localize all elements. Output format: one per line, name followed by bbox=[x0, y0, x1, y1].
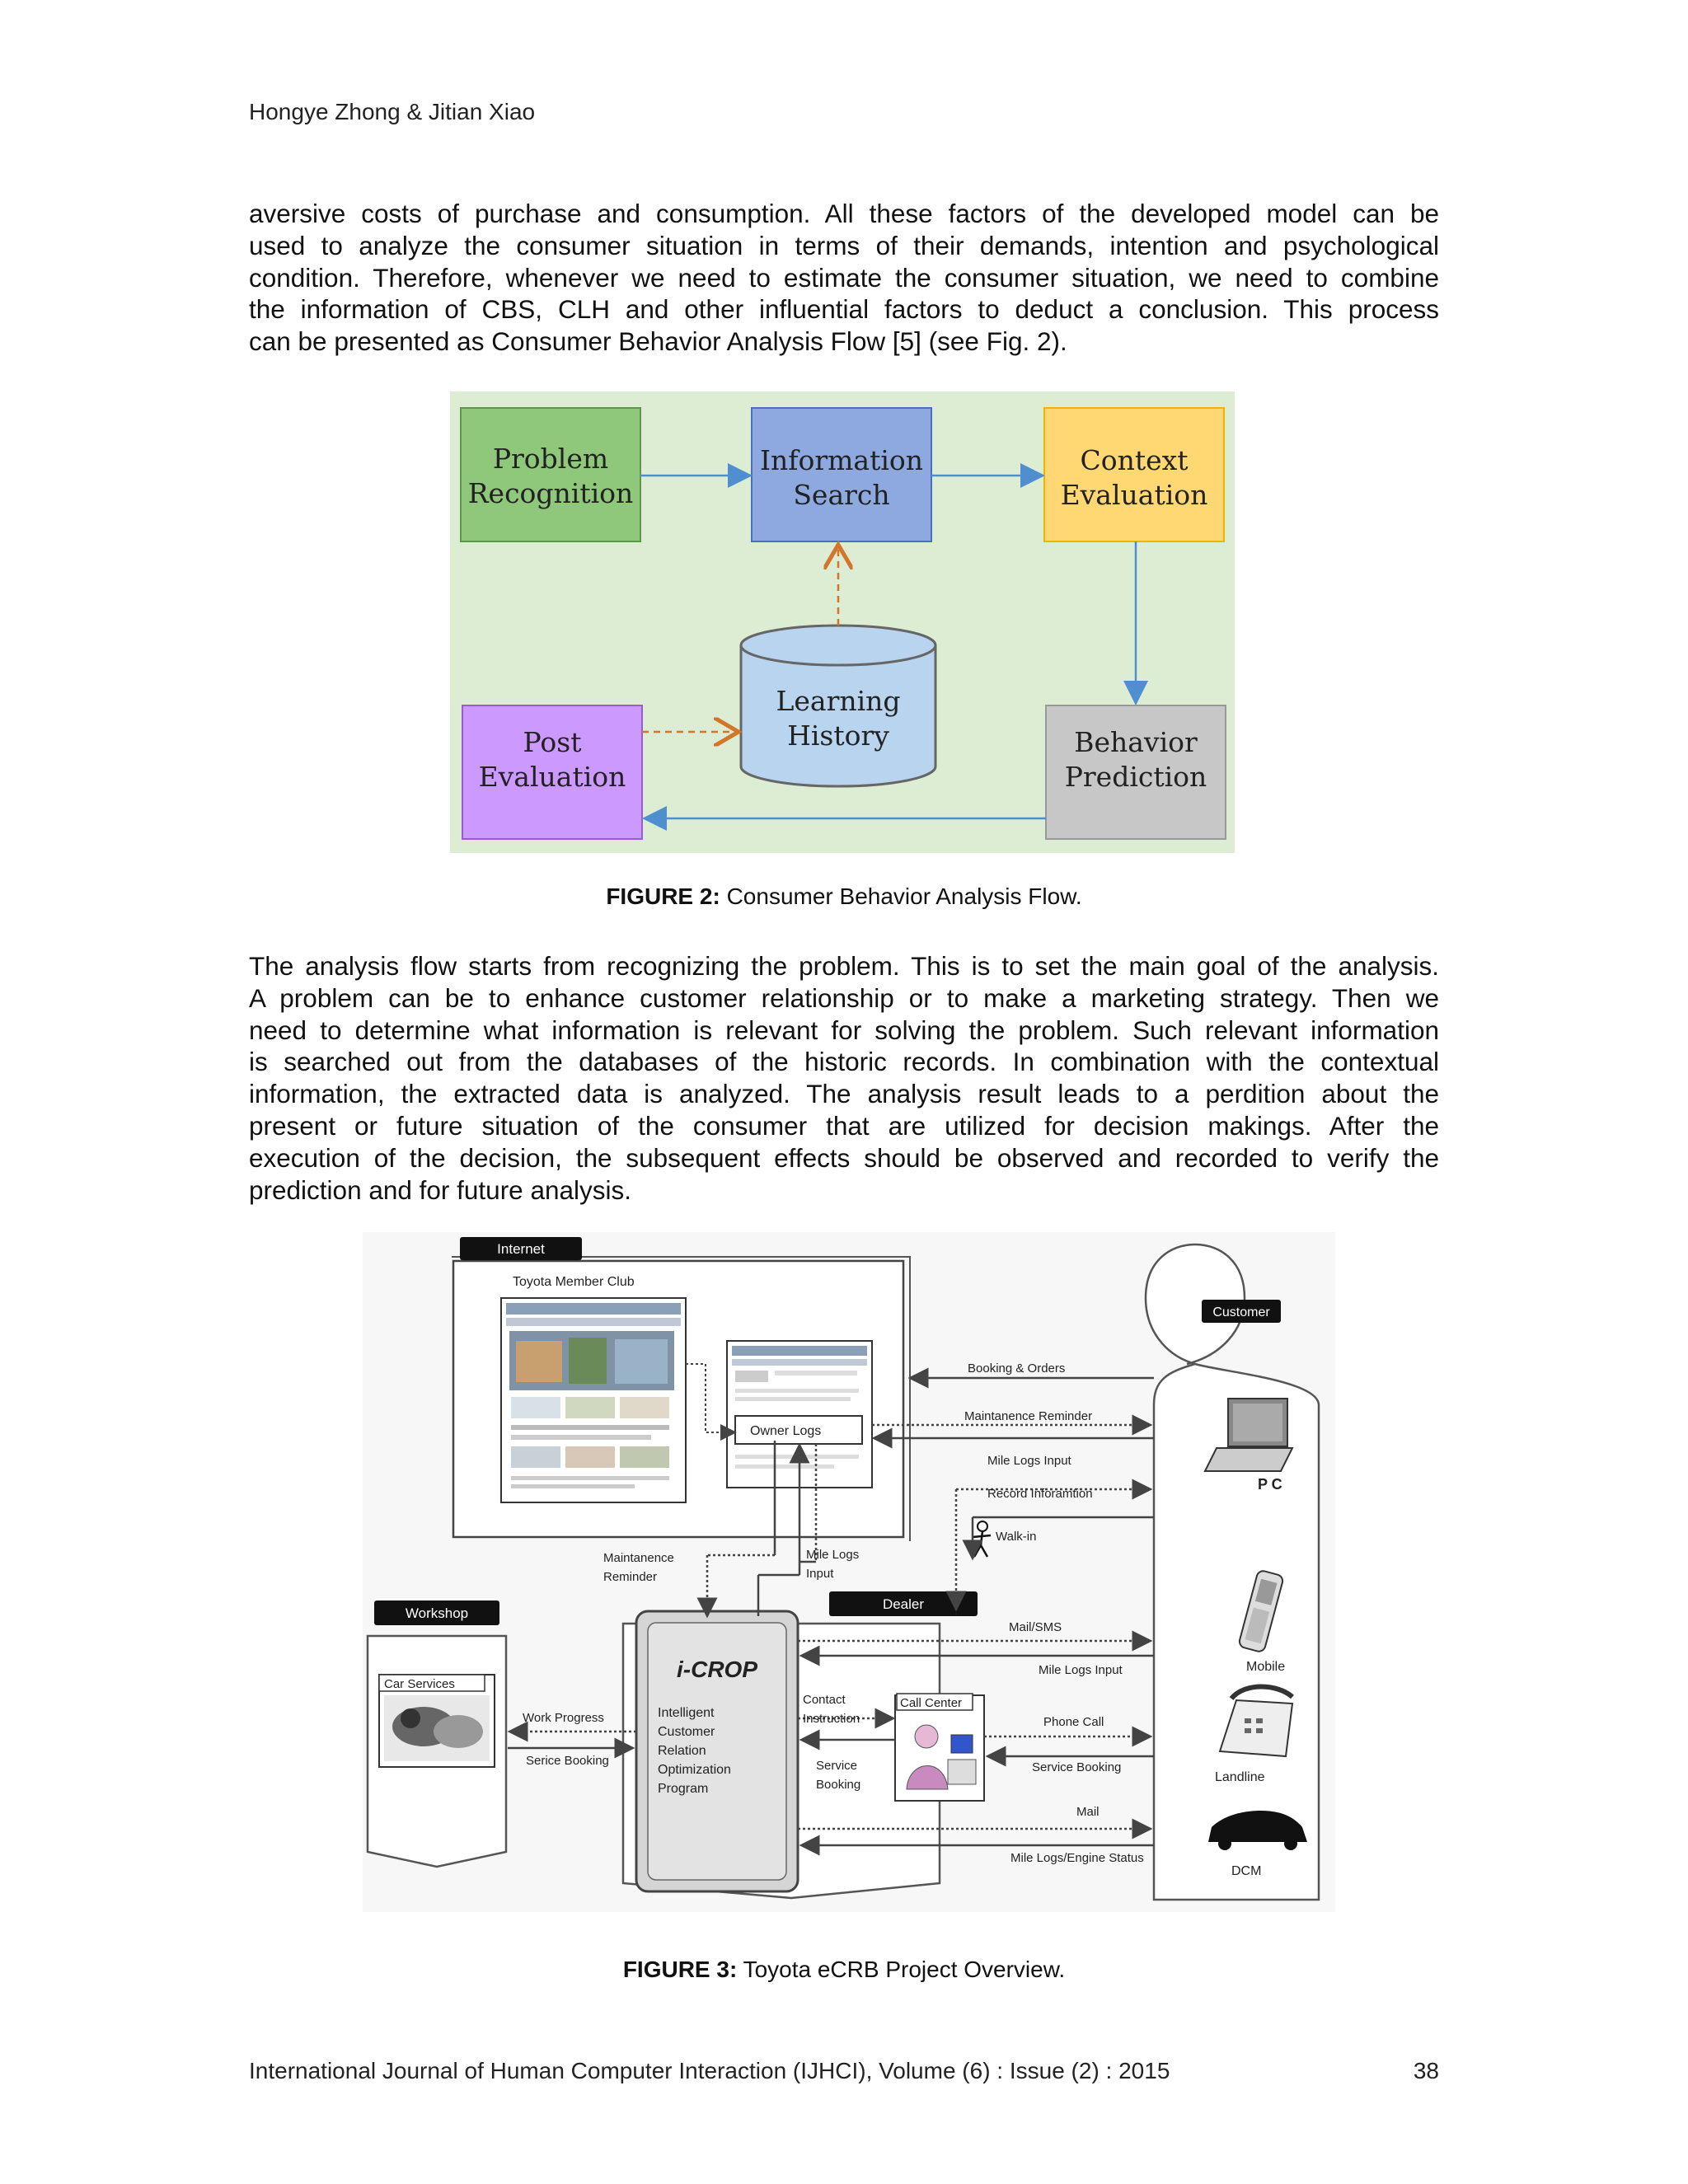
svg-text:Information: Information bbox=[760, 444, 923, 476]
flow-arrows bbox=[507, 1367, 1154, 1856]
label-mile-logs-input-low: Mile Logs Input bbox=[1039, 1663, 1123, 1677]
icrop-desc-line: Customer bbox=[658, 1725, 715, 1739]
dcm-label: DCM bbox=[1231, 1864, 1261, 1878]
mechanic-icon bbox=[384, 1695, 490, 1761]
car-icon bbox=[1208, 1811, 1307, 1850]
walking-person-icon bbox=[972, 1521, 992, 1558]
dealer-label: Dealer bbox=[883, 1596, 924, 1612]
mobile-phone-icon bbox=[1238, 1570, 1284, 1652]
page-number: 38 bbox=[1413, 2058, 1439, 2083]
svg-text:Problem: Problem bbox=[493, 443, 608, 475]
label-record-info: Record Inforamtion bbox=[987, 1487, 1093, 1501]
figure-2-caption-text: Consumer Behavior Analysis Flow. bbox=[726, 883, 1082, 909]
member-club-label: Toyota Member Club bbox=[513, 1275, 635, 1289]
icrop-desc-line: Optimization bbox=[658, 1763, 731, 1777]
label-mail: Mail bbox=[1076, 1805, 1100, 1819]
dealer-panel: Dealer i-CROP Intelligent Customer Relat… bbox=[621, 1591, 985, 1900]
internet-label: Internet bbox=[497, 1241, 545, 1257]
icrop-desc-line: Relation bbox=[658, 1744, 706, 1758]
workshop-panel: Workshop Car Services bbox=[366, 1601, 508, 1868]
pc-label: P C bbox=[1258, 1476, 1282, 1493]
text-line: A problem can be to enhance customer rel… bbox=[249, 982, 1439, 1013]
text-line: prediction and for future analysis. bbox=[249, 1174, 632, 1205]
label-maint-reminder-left: Reminder bbox=[603, 1570, 657, 1584]
text-line: present or future situation of the consu… bbox=[249, 1110, 1439, 1141]
figure-2-caption: FIGURE 2: Consumer Behavior Analysis Flo… bbox=[0, 883, 1688, 910]
label-work-progress: Work Progress bbox=[523, 1711, 604, 1725]
icrop-label: i-CROP bbox=[677, 1657, 757, 1682]
flow-labels: Booking & Orders Maintanence Reminder Mi… bbox=[523, 1361, 1144, 1865]
member-club-screenshot bbox=[500, 1297, 687, 1503]
label-contact-instruction: Instruction bbox=[803, 1712, 860, 1726]
paragraph-analysis: The analysis flow starts from recognizin… bbox=[249, 950, 1439, 1206]
landline-phone-icon bbox=[1218, 1684, 1294, 1758]
box-information-search: Information Search bbox=[751, 407, 932, 542]
box-post-evaluation: Post Evaluation bbox=[462, 705, 643, 840]
text-line: can be presented as Consumer Behavior An… bbox=[249, 326, 1067, 357]
owner-logs-label: Owner Logs bbox=[750, 1424, 821, 1438]
svg-text:Evaluation: Evaluation bbox=[1061, 479, 1208, 511]
box-behavior-prediction: Behavior Prediction bbox=[1045, 705, 1226, 840]
laptop-icon bbox=[1203, 1398, 1294, 1472]
text-line: used to analyze the consumer situation i… bbox=[249, 230, 1439, 260]
svg-text:Learning: Learning bbox=[776, 685, 900, 717]
label-mile-logs-engine: Mile Logs/Engine Status bbox=[1010, 1851, 1144, 1865]
operator-icon bbox=[906, 1724, 977, 1790]
text-line: need to determine what information is re… bbox=[249, 1015, 1439, 1045]
label-service-booking-right: Service Booking bbox=[1032, 1760, 1121, 1774]
icrop-desc-line: Program bbox=[658, 1782, 708, 1796]
figure-3-caption-text: Toyota eCRB Project Overview. bbox=[743, 1957, 1066, 1982]
label-contact-instruction: Contact bbox=[803, 1693, 846, 1707]
label-service-booking-cc: Service bbox=[816, 1759, 857, 1773]
text-line: the information of CBS, CLH and other in… bbox=[249, 294, 1439, 325]
label-booking-orders: Booking & Orders bbox=[968, 1361, 1065, 1376]
box-problem-recognition: Problem Recognition bbox=[460, 407, 641, 542]
internet-panel: Internet Toyota Member Club bbox=[452, 1237, 911, 1541]
figure-3-caption-label: FIGURE 3: bbox=[622, 1957, 738, 1982]
label-serice-booking: Serice Booking bbox=[526, 1754, 609, 1768]
text-line: The analysis flow starts from recognizin… bbox=[249, 951, 1439, 981]
svg-text:Search: Search bbox=[793, 479, 889, 511]
text-line: execution of the decision, the subsequen… bbox=[249, 1142, 1439, 1173]
box-context-evaluation: Context Evaluation bbox=[1043, 407, 1225, 542]
mobile-label: Mobile bbox=[1246, 1660, 1285, 1674]
text-line: aversive costs of purchase and consumpti… bbox=[249, 199, 1439, 228]
icrop-desc-line: Intelligent bbox=[658, 1706, 715, 1720]
label-mile-logs-input-top: Mile Logs Input bbox=[987, 1454, 1072, 1468]
landline-label: Landline bbox=[1215, 1770, 1265, 1784]
label-maint-reminder-top: Maintanence Reminder bbox=[964, 1409, 1092, 1423]
figure-3-caption: FIGURE 3: Toyota eCRB Project Overview. bbox=[0, 1957, 1688, 1983]
page-footer: International Journal of Human Computer … bbox=[249, 2058, 1439, 2084]
figure-2-caption-label: FIGURE 2: bbox=[606, 883, 720, 909]
svg-text:Recognition: Recognition bbox=[468, 477, 634, 509]
label-mile-logs-input-mid: Input bbox=[806, 1567, 834, 1581]
journal-citation: International Journal of Human Computer … bbox=[249, 2058, 1170, 2083]
svg-text:Evaluation: Evaluation bbox=[479, 761, 626, 793]
running-header: Hongye Zhong & Jitian Xiao bbox=[249, 99, 536, 124]
label-walk-in: Walk-in bbox=[996, 1530, 1036, 1544]
paragraph-intro: aversive costs of purchase and consumpti… bbox=[249, 198, 1439, 358]
text-line: information, the extracted data is analy… bbox=[249, 1079, 1439, 1109]
label-service-booking-cc: Booking bbox=[816, 1778, 860, 1792]
label-mile-logs-input-mid: Mile Logs bbox=[806, 1548, 859, 1562]
label-mail-sms: Mail/SMS bbox=[1009, 1620, 1062, 1634]
call-center-label: Call Center bbox=[900, 1696, 962, 1710]
figure-3-diagram: Internet Toyota Member Club bbox=[363, 1232, 1335, 1912]
customer-panel: Customer P C Mobile Landline bbox=[1144, 1243, 1320, 1901]
text-line: is searched out from the databases of th… bbox=[249, 1047, 1439, 1077]
workshop-label: Workshop bbox=[406, 1605, 468, 1621]
svg-text:History: History bbox=[787, 719, 889, 752]
label-maint-reminder-left: Maintanence bbox=[603, 1551, 674, 1565]
svg-text:Behavior: Behavior bbox=[1074, 726, 1198, 758]
label-phone-call: Phone Call bbox=[1043, 1715, 1104, 1729]
text-line: condition. Therefore, whenever we need t… bbox=[249, 262, 1439, 293]
svg-text:Context: Context bbox=[1080, 444, 1188, 476]
cylinder-learning-history: Learning History bbox=[739, 624, 937, 788]
svg-text:Post: Post bbox=[523, 726, 582, 758]
customer-label: Customer bbox=[1212, 1305, 1270, 1319]
figure-2-flowchart: Problem Recognition Information Search C… bbox=[450, 391, 1235, 853]
svg-text:Prediction: Prediction bbox=[1065, 761, 1207, 793]
car-services-label: Car Services bbox=[384, 1677, 455, 1691]
